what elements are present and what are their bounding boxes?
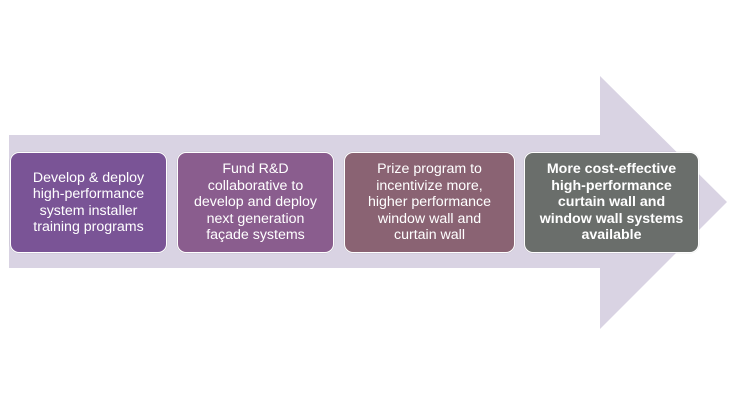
step-prize-program: Prize program to incentivize more, highe… (344, 152, 515, 253)
step-fund-rd: Fund R&D collaborative to develop and de… (177, 152, 334, 253)
step-outcome: More cost-effective high-performance cur… (524, 152, 699, 253)
step-installer-training: Develop & deploy high-performance system… (10, 152, 167, 253)
